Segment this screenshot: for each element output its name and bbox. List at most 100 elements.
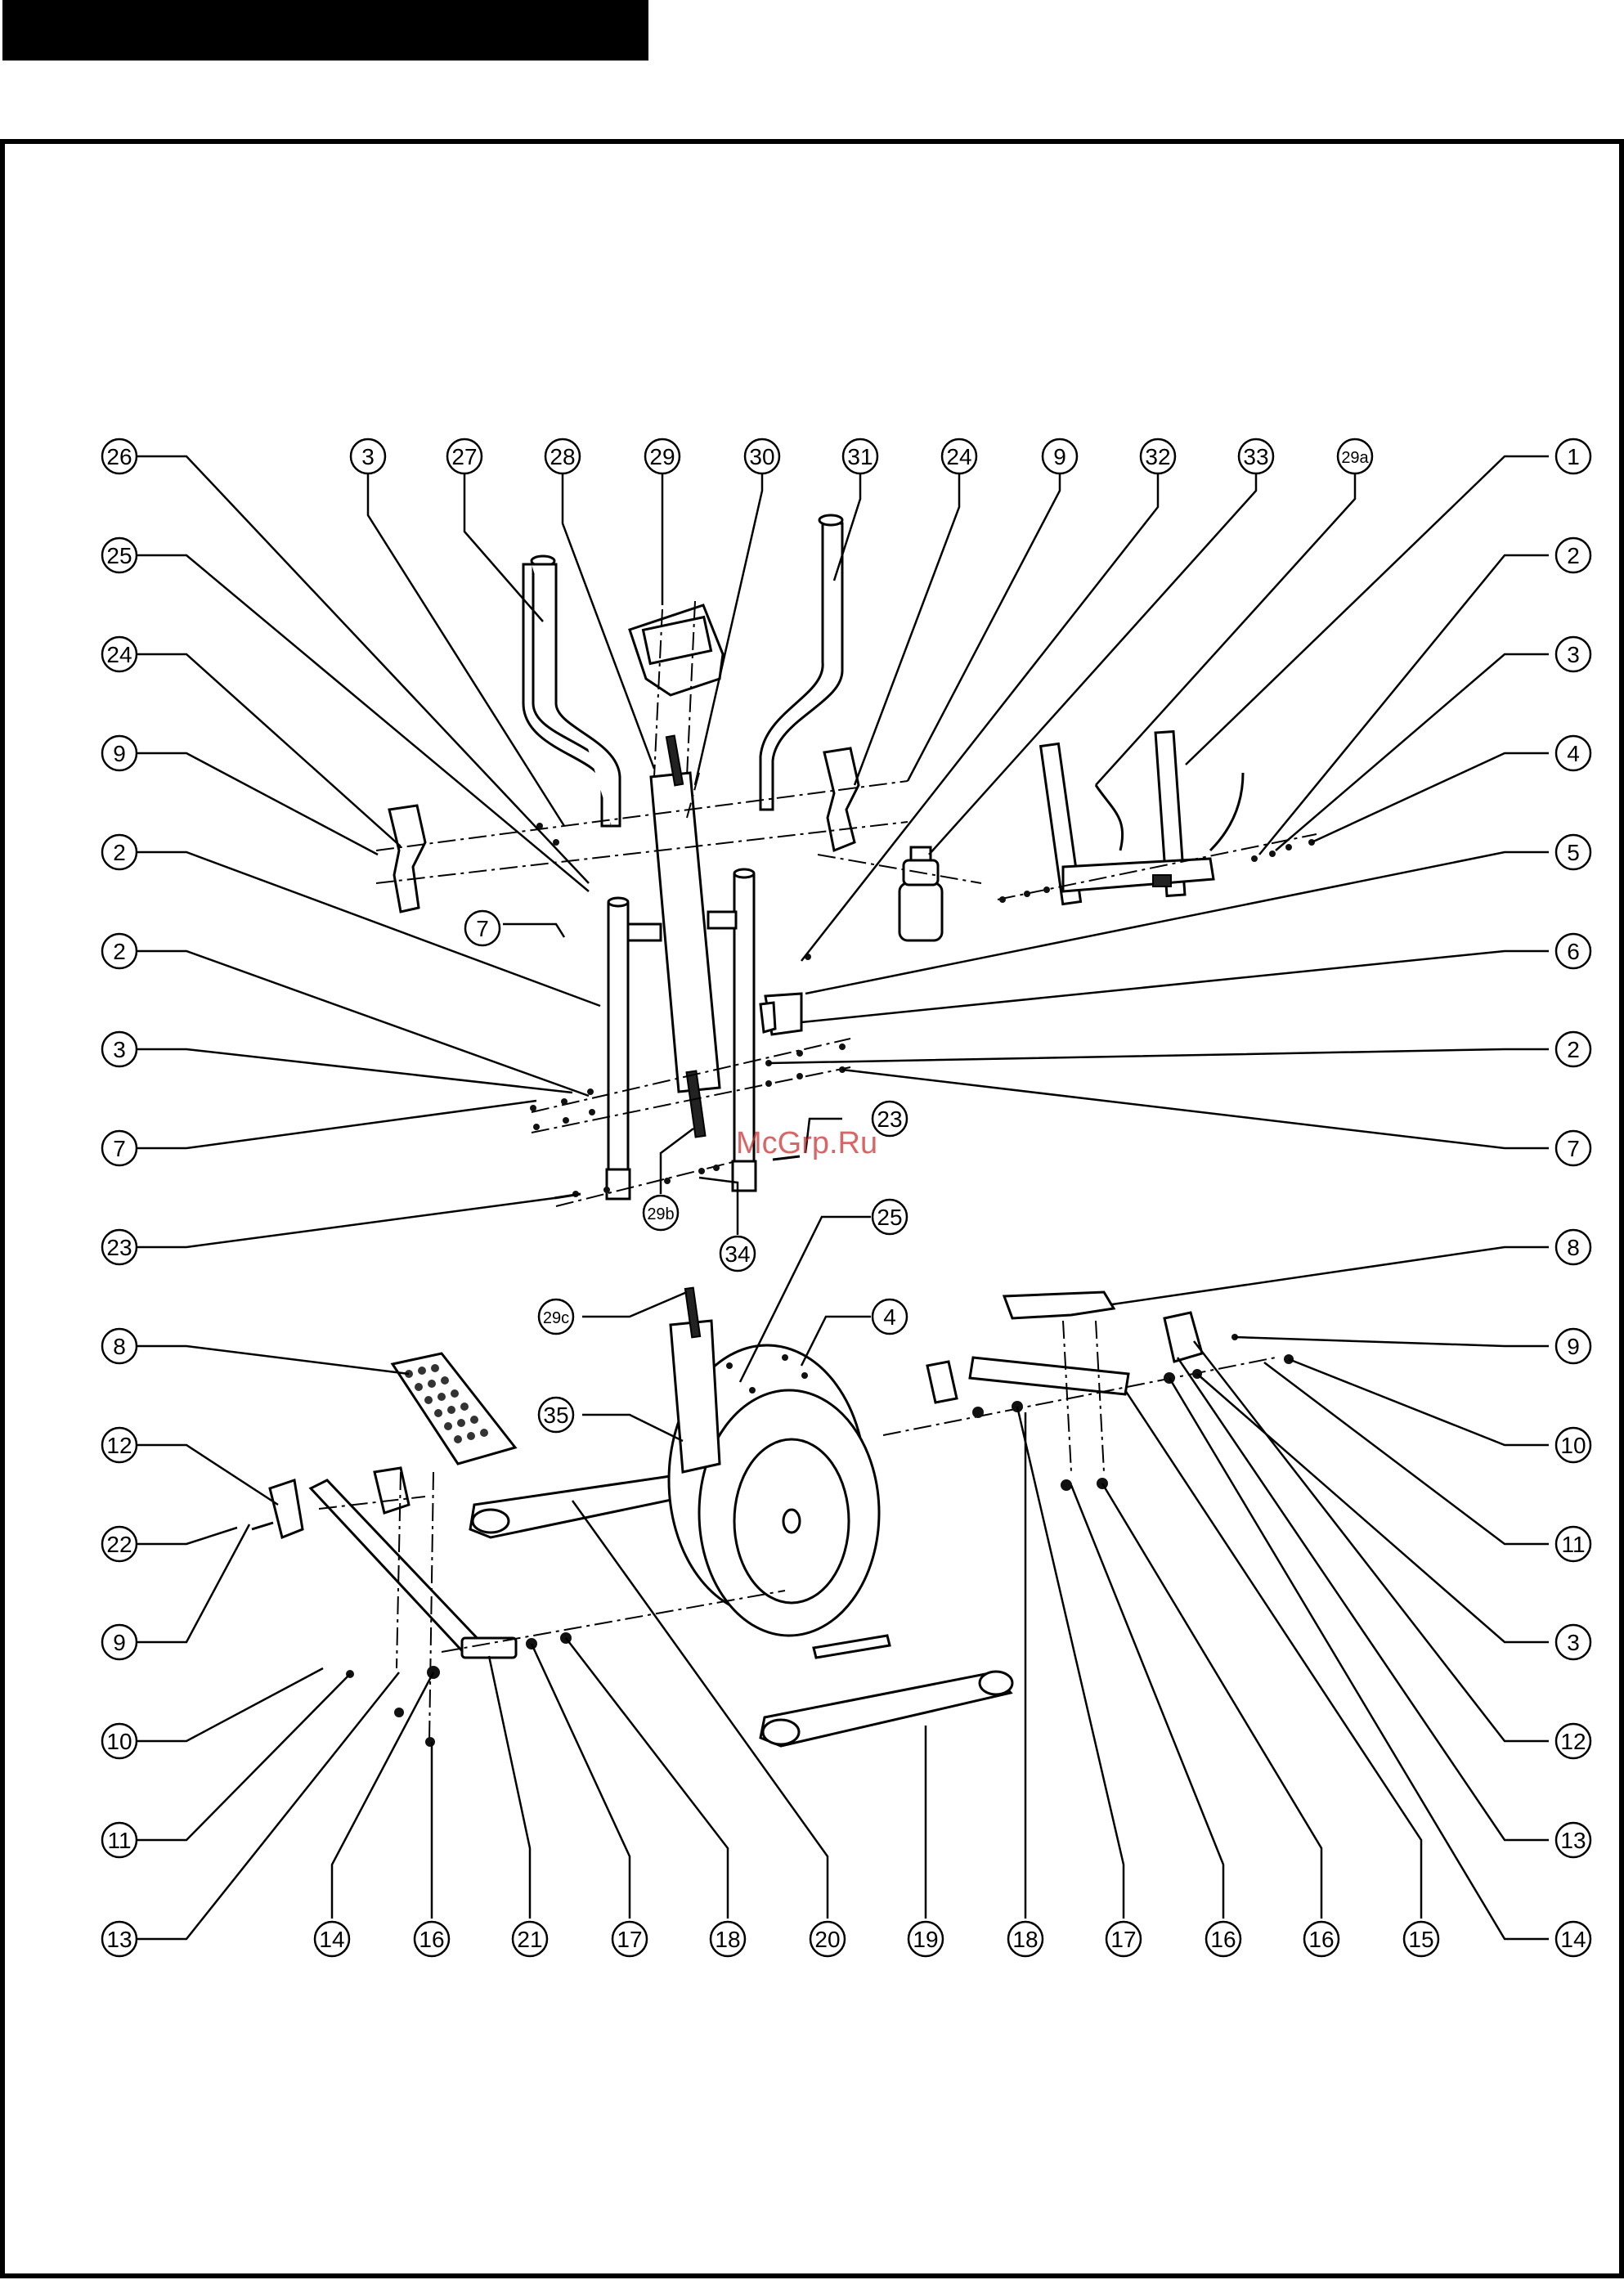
console xyxy=(630,605,723,695)
callout-35: 35 xyxy=(539,1398,573,1432)
svg-text:9: 9 xyxy=(113,741,126,766)
svg-text:31: 31 xyxy=(847,444,873,469)
callout-3: 3 xyxy=(1556,1625,1590,1659)
svg-text:23: 23 xyxy=(877,1106,902,1132)
svg-text:29b: 29b xyxy=(647,1205,674,1223)
svg-text:21: 21 xyxy=(517,1927,542,1952)
svg-text:18: 18 xyxy=(1012,1927,1038,1952)
svg-text:26: 26 xyxy=(106,444,132,469)
callout-29: 29 xyxy=(645,439,680,474)
callout-2: 2 xyxy=(102,934,137,968)
callout-30: 30 xyxy=(745,439,779,474)
callout-12: 12 xyxy=(1556,1724,1590,1758)
callout-31: 31 xyxy=(843,439,877,474)
callout-12: 12 xyxy=(102,1428,137,1462)
svg-text:3: 3 xyxy=(1567,1630,1580,1655)
svg-text:35: 35 xyxy=(543,1403,568,1428)
callout-2: 2 xyxy=(102,835,137,869)
svg-text:25: 25 xyxy=(877,1205,902,1230)
svg-text:7: 7 xyxy=(113,1136,126,1161)
svg-text:3: 3 xyxy=(1567,642,1580,667)
svg-text:17: 17 xyxy=(617,1927,642,1952)
svg-text:13: 13 xyxy=(106,1927,132,1952)
callout-29a: 29a xyxy=(1338,439,1372,474)
callout-9: 9 xyxy=(1556,1329,1590,1363)
watermark-text: McGrp.Ru xyxy=(736,1126,877,1160)
callout-6: 6 xyxy=(1556,934,1590,968)
svg-text:16: 16 xyxy=(1308,1927,1334,1952)
svg-text:20: 20 xyxy=(814,1927,840,1952)
svg-text:15: 15 xyxy=(1408,1927,1433,1952)
callout-29c: 29c xyxy=(539,1299,573,1334)
svg-text:2: 2 xyxy=(1567,1037,1580,1062)
svg-text:3: 3 xyxy=(113,1037,126,1062)
callout-16: 16 xyxy=(1206,1922,1240,1956)
svg-text:22: 22 xyxy=(106,1532,132,1557)
svg-text:27: 27 xyxy=(451,444,477,469)
callout-13: 13 xyxy=(1556,1823,1590,1857)
svg-text:8: 8 xyxy=(113,1334,126,1359)
callout-21: 21 xyxy=(513,1922,547,1956)
svg-text:16: 16 xyxy=(419,1927,444,1952)
svg-text:29: 29 xyxy=(649,444,675,469)
callout-5: 5 xyxy=(1556,835,1590,869)
callout-2: 2 xyxy=(1556,1032,1590,1066)
callout-33: 33 xyxy=(1239,439,1273,474)
callout-2: 2 xyxy=(1556,538,1590,572)
callout-9: 9 xyxy=(102,1625,137,1659)
callout-25: 25 xyxy=(873,1200,907,1234)
page-frame xyxy=(2,141,1622,2276)
svg-text:28: 28 xyxy=(550,444,575,469)
callout-20: 20 xyxy=(810,1922,845,1956)
callout-7: 7 xyxy=(465,911,500,945)
svg-text:14: 14 xyxy=(1560,1927,1586,1952)
svg-text:4: 4 xyxy=(883,1304,896,1330)
callout-9: 9 xyxy=(1043,439,1077,474)
callout-25: 25 xyxy=(102,538,137,572)
callout-8: 8 xyxy=(1556,1230,1590,1264)
svg-text:30: 30 xyxy=(749,444,774,469)
callout-16: 16 xyxy=(415,1922,449,1956)
svg-text:29c: 29c xyxy=(543,1309,569,1327)
callout-13: 13 xyxy=(102,1922,137,1956)
callout-3: 3 xyxy=(351,439,385,474)
svg-text:17: 17 xyxy=(1110,1927,1136,1952)
callout-24: 24 xyxy=(102,637,137,671)
callout-27: 27 xyxy=(447,439,482,474)
callout-1: 1 xyxy=(1556,439,1590,474)
svg-text:23: 23 xyxy=(106,1235,132,1260)
callout-26: 26 xyxy=(102,439,137,474)
callout-14: 14 xyxy=(315,1922,349,1956)
foot-pedal-left xyxy=(393,1353,515,1464)
svg-text:12: 12 xyxy=(106,1433,132,1458)
svg-text:18: 18 xyxy=(715,1927,740,1952)
callout-14: 14 xyxy=(1556,1922,1590,1956)
callout-3: 3 xyxy=(102,1032,137,1066)
callout-7: 7 xyxy=(1556,1131,1590,1165)
svg-text:12: 12 xyxy=(1560,1729,1586,1754)
svg-text:1: 1 xyxy=(1567,444,1580,469)
svg-text:13: 13 xyxy=(1560,1828,1586,1853)
water-bottle xyxy=(899,847,942,940)
svg-text:7: 7 xyxy=(476,916,489,941)
svg-text:14: 14 xyxy=(319,1927,344,1952)
svg-text:5: 5 xyxy=(1567,840,1580,865)
left-upright-arm xyxy=(607,898,661,1199)
callout-16: 16 xyxy=(1304,1922,1339,1956)
callout-3: 3 xyxy=(1556,637,1590,671)
callout-22: 22 xyxy=(102,1527,137,1561)
svg-text:19: 19 xyxy=(913,1927,938,1952)
svg-text:2: 2 xyxy=(113,939,126,964)
callout-17: 17 xyxy=(612,1922,647,1956)
svg-text:6: 6 xyxy=(1567,939,1580,964)
svg-text:8: 8 xyxy=(1567,1235,1580,1260)
callout-23: 23 xyxy=(873,1102,907,1136)
svg-text:9: 9 xyxy=(113,1630,126,1655)
callout-34: 34 xyxy=(720,1236,755,1271)
callout-17: 17 xyxy=(1106,1922,1141,1956)
callout-11: 11 xyxy=(1556,1527,1590,1561)
svg-text:11: 11 xyxy=(107,1828,131,1853)
callout-32: 32 xyxy=(1141,439,1175,474)
callout-29b: 29b xyxy=(644,1196,678,1230)
